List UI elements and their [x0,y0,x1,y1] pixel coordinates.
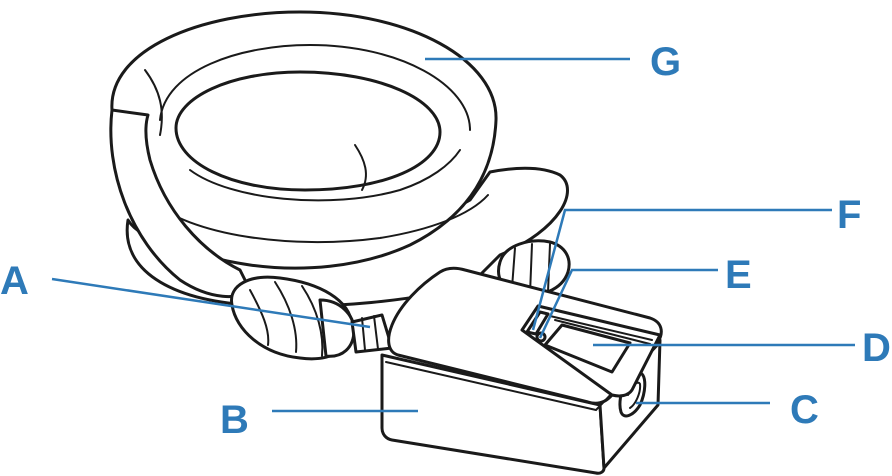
label-c: C [790,388,819,432]
coil-inner-edge [159,43,471,131]
cable-inner-ring [174,70,442,192]
sensor-inner-line-2 [549,315,653,341]
coil-lower-edge [149,194,489,244]
pin-ring-1 [361,317,366,351]
collar-rib-1 [249,289,270,346]
shackle-connector-right [497,239,571,297]
left-connector [230,275,394,361]
collar-rib-2 [274,281,298,353]
cable-seam [144,69,163,136]
connector-pin [350,313,394,354]
sensor-inner-line [554,319,651,345]
fingerprint-sensor [543,323,632,374]
callout-labels: A B C D E F G [0,40,891,442]
label-b: B [220,398,249,442]
callout-lines [51,57,855,413]
label-a: A [0,259,29,303]
label-g: G [650,40,681,84]
label-d: D [862,326,891,370]
callout-line-f [531,208,832,331]
collar-rib-3 [301,285,324,357]
callout-line-a [51,277,371,329]
label-f: F [837,193,861,237]
label-e: E [725,253,752,297]
collar-ring [318,298,356,358]
lock-body [380,266,663,475]
coil-inner-bottom [189,149,461,202]
callout-line-e [538,268,718,339]
cable-seam-2 [354,144,367,191]
pin-ring-2 [373,315,379,350]
